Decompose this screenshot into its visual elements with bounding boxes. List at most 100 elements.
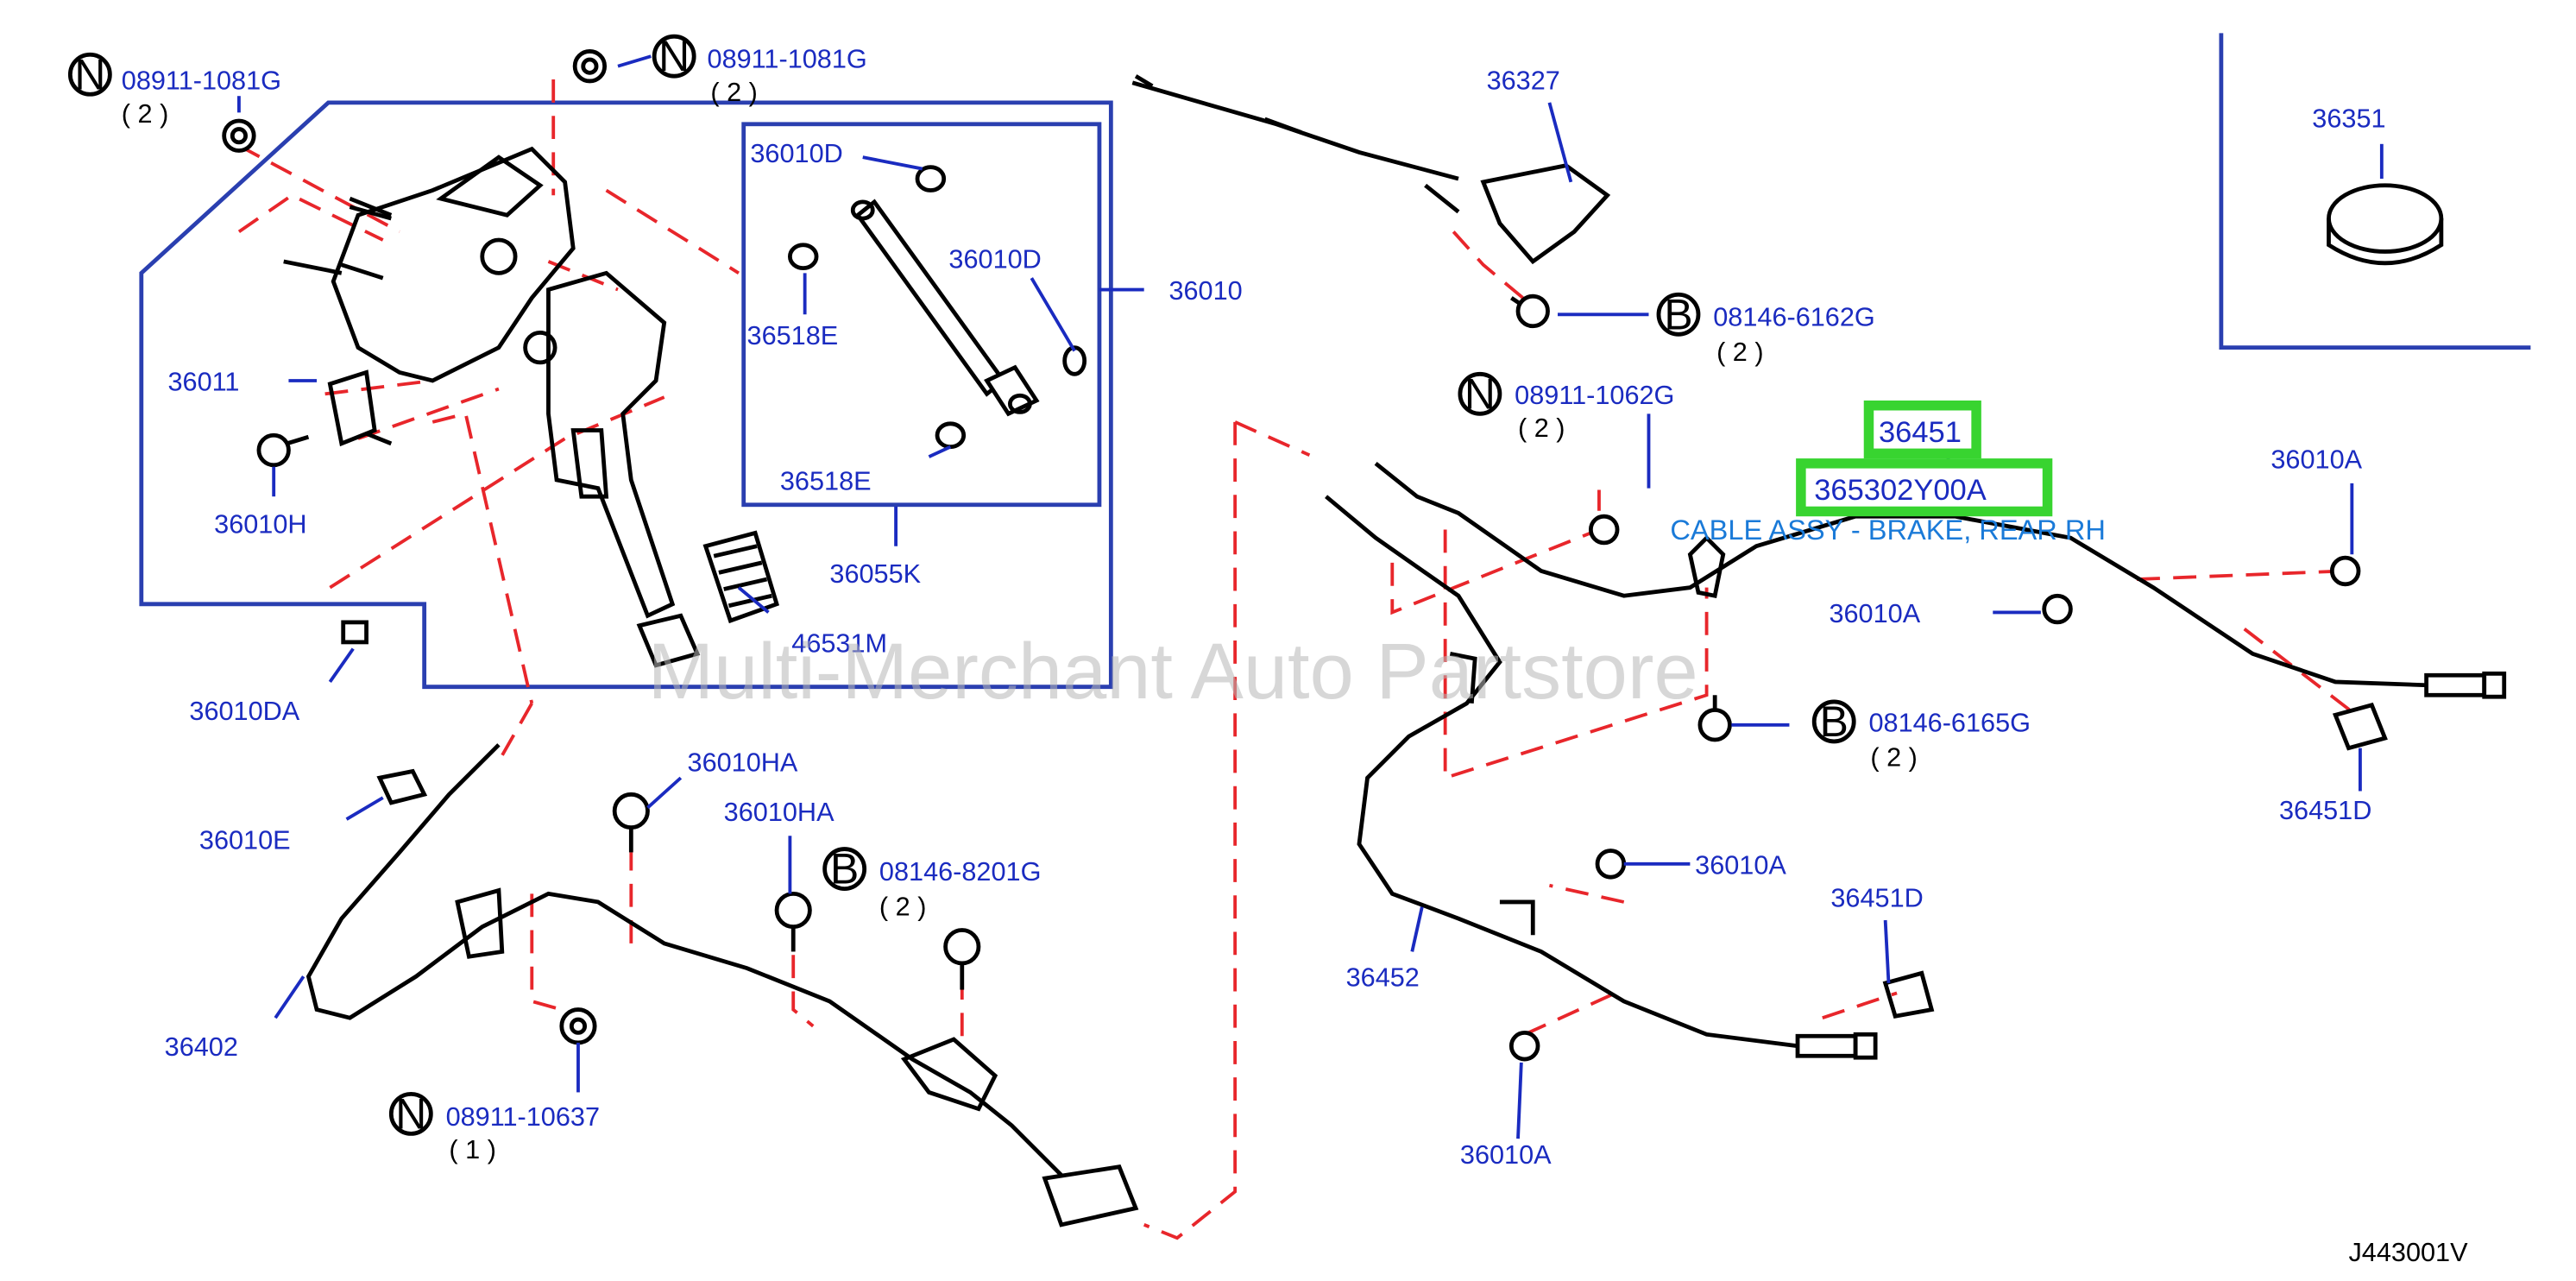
nut-36010DA xyxy=(341,620,368,645)
svg-text:B: B xyxy=(830,845,859,893)
label-08146-6162G: 08146-6162G xyxy=(1713,303,1875,332)
label-36010A-bottom: 36010A xyxy=(1460,1140,1552,1170)
qty-08146-8201G: ( 2 ) xyxy=(879,892,927,921)
qty-08146-6162G: ( 2 ) xyxy=(1716,338,1764,367)
label-36010D-a: 36010D xyxy=(750,139,842,168)
label-36010H: 36010H xyxy=(214,509,306,539)
b-circle-8201G xyxy=(822,847,867,891)
label-08911-1081G-top: 08911-1081G xyxy=(708,45,867,74)
clip-36451D-right xyxy=(2332,702,2388,751)
label-36452: 36452 xyxy=(1346,963,1420,993)
callout-labels: 08911-1081G ( 2 ) 08911-1081G ( 2 ) 3601… xyxy=(122,45,2386,1170)
rear-cable-36451-rh xyxy=(1374,461,2507,699)
circled-letters: N N B N B B N xyxy=(67,32,1856,1138)
qty-08146-6165G: ( 2 ) xyxy=(1870,743,1918,773)
bolt-36010HA-b xyxy=(774,891,812,952)
inset-frame-36351 xyxy=(2219,33,2531,350)
nut-08911-10637 xyxy=(559,1007,597,1045)
label-08911-1081G-left: 08911-1081G xyxy=(122,66,281,96)
b-circle-6162G xyxy=(1656,292,1701,337)
label-36327: 36327 xyxy=(1487,66,1560,96)
clip-36011 xyxy=(327,369,393,447)
label-36451D-right: 36451D xyxy=(2279,796,2371,825)
qty-08911-10637: ( 1 ) xyxy=(449,1135,496,1164)
label-08911-10637: 08911-10637 xyxy=(446,1102,600,1132)
n-circle-10637 xyxy=(388,1091,433,1136)
svg-text:N: N xyxy=(1464,369,1496,418)
assembly-dashed-lines xyxy=(237,79,2353,1240)
nut-08911-1081G-top xyxy=(572,49,608,84)
svg-text:N: N xyxy=(658,32,690,80)
clip-36451D-center xyxy=(1882,970,1935,1019)
watermark: Multi-Merchant Auto Partstore xyxy=(648,627,1698,716)
qty-08911-1081G-left: ( 2 ) xyxy=(122,99,169,129)
bushing-36010D-upper xyxy=(915,165,947,192)
label-36010DA: 36010DA xyxy=(189,697,299,726)
label-36010HA-b: 36010HA xyxy=(724,798,835,827)
label-08146-6165G: 08146-6165G xyxy=(1868,708,2031,737)
svg-text:B: B xyxy=(1820,697,1849,746)
svg-text:B: B xyxy=(1664,290,1692,338)
release-cable-36327 xyxy=(1131,74,1611,265)
highlight-part-number: 36451 xyxy=(1879,416,1962,449)
plug-36351 xyxy=(2327,183,2444,266)
svg-text:N: N xyxy=(395,1089,426,1138)
n-circle-top xyxy=(652,34,696,79)
label-36010A-mid: 36010A xyxy=(1829,599,1920,628)
label-36402: 36402 xyxy=(165,1032,238,1062)
bolt-36010A-mid xyxy=(2042,593,2073,625)
label-36010: 36010 xyxy=(1168,276,1242,306)
label-36351: 36351 xyxy=(2312,104,2385,134)
bolt-36010A-right xyxy=(2329,555,2361,587)
pedal-bracket xyxy=(283,146,576,383)
rear-cable-36452-lh xyxy=(1325,495,1878,1060)
pedal-assembly-frame xyxy=(139,100,1113,690)
brake-pedal-arm xyxy=(546,270,676,619)
highlighted-part-group[interactable]: 36451 365302Y00A CABLE ASSY - BRAKE, REA… xyxy=(1670,400,2106,546)
label-36010E: 36010E xyxy=(199,826,291,855)
label-36010A-center: 36010A xyxy=(1695,850,1786,880)
svg-text:N: N xyxy=(74,50,105,98)
washer-36518E-lower xyxy=(935,421,967,450)
bolt-08146-6165G xyxy=(1697,695,1732,742)
qty-08911-1062G: ( 2 ) xyxy=(1518,413,1565,443)
nut-08911-1062G xyxy=(1588,514,1620,546)
n-circle-left xyxy=(67,52,112,97)
label-08911-1062G: 08911-1062G xyxy=(1515,381,1674,410)
bolt-36010H xyxy=(256,432,310,468)
damper-36055K xyxy=(850,199,1040,417)
label-08146-8201G: 08146-8201G xyxy=(879,857,1042,887)
label-36451D-center: 36451D xyxy=(1830,884,1923,913)
label-36010D-b: 36010D xyxy=(948,245,1041,274)
label-36518E-a: 36518E xyxy=(747,321,839,350)
pedal-pad-46531M xyxy=(702,530,780,624)
bolt-08146-6162G xyxy=(1510,293,1550,329)
label-36518E-b: 36518E xyxy=(780,467,872,496)
front-cable-36402 xyxy=(305,743,1139,1227)
label-46531M: 46531M xyxy=(791,628,887,658)
highlight-description: CABLE ASSY - BRAKE, REAR RH xyxy=(1670,514,2106,546)
bolt-36010HA-a xyxy=(612,792,650,853)
bolt-08146-8201G xyxy=(943,928,981,990)
damper-subassembly-frame xyxy=(741,122,1102,508)
highlight-box-part-number xyxy=(1863,400,1981,459)
label-36011: 36011 xyxy=(167,367,239,396)
washer-36518E-upper xyxy=(787,243,819,271)
clip-36010E xyxy=(376,768,428,805)
qty-08911-1081G-top: ( 2 ) xyxy=(710,78,758,107)
label-36010HA-a: 36010HA xyxy=(688,748,798,777)
n-circle-1062G xyxy=(1458,371,1502,416)
label-36055K: 36055K xyxy=(829,559,921,589)
diagram-id: J443001V xyxy=(2348,1238,2468,1267)
nut-08911-1081G-left xyxy=(222,118,256,153)
label-36010A-right: 36010A xyxy=(2271,445,2362,475)
highlight-box-oem-number xyxy=(1796,458,2053,517)
bolt-36010A-bottom xyxy=(1508,1031,1540,1062)
highlight-oem-number: 365302Y00A xyxy=(1814,474,1987,507)
leader-lines xyxy=(237,54,2384,1139)
bushing-36010D-lower xyxy=(1062,345,1087,376)
b-circle-6165G xyxy=(1811,699,1856,744)
pedal-foot-plate xyxy=(636,613,701,668)
bolt-36010A-center xyxy=(1595,849,1627,880)
